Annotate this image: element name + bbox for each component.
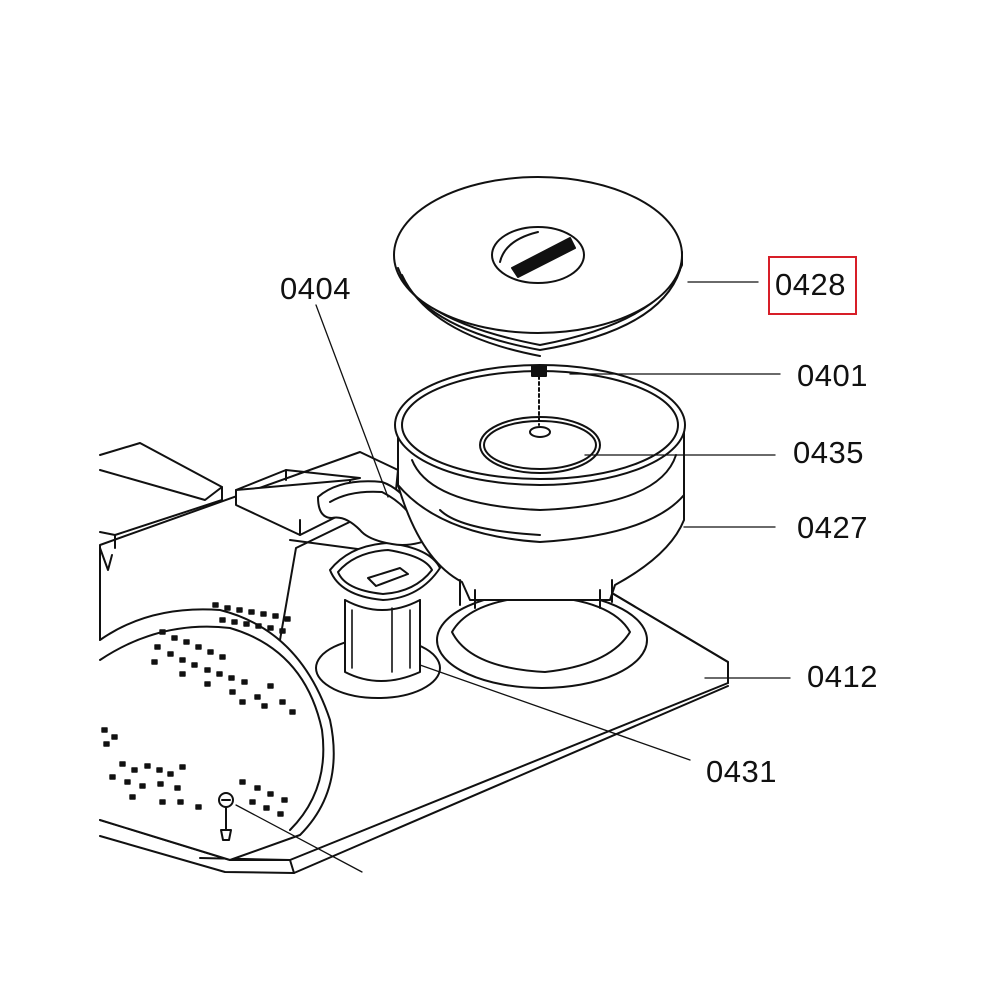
base-screw xyxy=(218,792,234,841)
plate-bowl-opening xyxy=(436,591,648,689)
label-0401[interactable]: 0401 xyxy=(797,358,868,393)
highlight-box-0428 xyxy=(768,256,857,315)
leader-0431 xyxy=(419,664,691,761)
label-0431[interactable]: 0431 xyxy=(706,754,777,789)
leader-lines xyxy=(235,281,791,873)
intake-cup-0431 xyxy=(315,542,441,699)
vent-holes xyxy=(101,602,296,817)
leader-0404 xyxy=(315,304,389,498)
lid-0428 xyxy=(393,176,683,357)
leader-base-screw xyxy=(235,804,363,873)
screw-0401 xyxy=(531,365,547,426)
label-0428[interactable]: 0428 xyxy=(775,267,846,302)
inner-disc-0435 xyxy=(479,416,601,474)
label-0404[interactable]: 0404 xyxy=(280,271,351,306)
label-0435[interactable]: 0435 xyxy=(793,435,864,470)
label-0412[interactable]: 0412 xyxy=(807,659,878,694)
label-0427[interactable]: 0427 xyxy=(797,510,868,545)
